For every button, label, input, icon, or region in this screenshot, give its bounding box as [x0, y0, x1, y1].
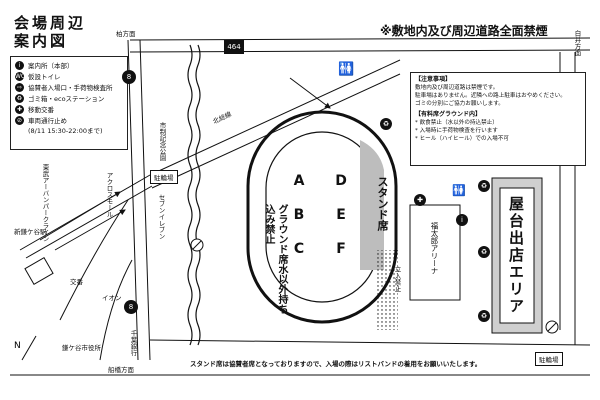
seat-block: A	[293, 173, 305, 189]
stadium-track	[246, 110, 398, 324]
funabashi-label: 船橋方面	[108, 366, 134, 374]
stand-area	[360, 140, 384, 270]
legend-item-trash: ♻ ゴミ箱・ecoステーション	[15, 93, 123, 104]
trash-icon: ♻	[478, 180, 490, 192]
ground-heading: 【有料席グラウンド内】	[415, 111, 482, 118]
legend-label: 仮設トイレ	[28, 72, 61, 81]
railway-wave-2	[195, 44, 201, 346]
tobu-label: 東武アーバンパークライン	[41, 164, 49, 242]
bank-label: 千葉銀行	[129, 330, 137, 356]
seat-block: F	[336, 241, 346, 257]
toilet-icon: 🚻	[452, 184, 466, 197]
legend-label: 案内所（本部）	[28, 61, 74, 70]
ground-line: * ヒール（ハイヒール）での入場不可	[415, 136, 509, 142]
stand-label: スタンド席	[376, 176, 389, 231]
ground-line: * 入場時に手荷物検査を行います	[415, 128, 498, 134]
no-entry-icon: ⊘	[15, 116, 24, 125]
legend-label: 協賛者入場口・手荷物検査所	[28, 83, 113, 92]
footer-note: スタンド席は協賛者席となっておりますので、入場の際はリストバンドの着用をお願いい…	[190, 360, 482, 368]
ground-line: * 飲食禁止（水以外の持込禁止）	[415, 120, 498, 126]
parking-bottom-label: 駐輪場	[535, 352, 563, 366]
notice-line: 敷地内及び周辺道路は禁煙です。	[415, 85, 499, 91]
parking-top-label: 駐輪場	[150, 170, 178, 184]
route8-top-sign: 8	[122, 70, 136, 84]
info-icon: i	[15, 61, 24, 70]
legend-item-entrance: ⇨ 協賛者入場口・手荷物検査所	[15, 82, 123, 93]
arena-building	[409, 204, 461, 301]
legend-label: 移動交番	[28, 105, 54, 114]
no-smoking-notice: ※敷地内及び周辺道路全面禁煙	[380, 24, 548, 38]
cityhall-label: 鎌ケ谷市役所	[62, 344, 101, 352]
road-closure-sign-1	[190, 238, 204, 252]
seat-block: E	[336, 207, 346, 223]
title-line-1: 会場周辺	[14, 14, 87, 32]
seat-block: D	[335, 173, 347, 189]
trash-icon: ♻	[380, 118, 392, 130]
legend-item-info: i 案内所（本部）	[15, 60, 123, 71]
ground-rule-label: グラウンド席水以外持ち込み禁止	[263, 204, 287, 314]
kashiwa-label: 柏方面	[116, 30, 136, 38]
top-road-line-2	[129, 49, 591, 53]
route8-line-2	[139, 39, 151, 361]
park-label: 市制記念公園	[158, 122, 166, 161]
title-line-2: 案内図	[14, 32, 69, 50]
notice-heading: 【注意事項】	[415, 76, 452, 83]
road-closure-sign-2	[545, 320, 559, 334]
station-label: 新鎌ケ谷駅	[14, 228, 47, 236]
legend-item-closure: ⊘ 車両通行止め	[15, 115, 123, 126]
seven-label: セブンイレブン	[157, 194, 165, 240]
trash-icon: ♻	[15, 94, 24, 103]
seat-block: B	[293, 207, 305, 223]
trash-icon: ♻	[478, 246, 490, 258]
map-title: 会場周辺 案内図	[14, 14, 86, 50]
railway-wave-1	[187, 44, 193, 346]
aeon-label: イオン	[102, 294, 122, 302]
yatai-label: 屋台出店エリア	[507, 196, 525, 315]
closure-time: (8/11 15:30-22:00まで)	[28, 127, 103, 135]
station-building	[24, 257, 54, 285]
acros-label: アクロスモール	[105, 172, 113, 218]
info-icon: i	[456, 214, 468, 226]
toilet-icon: WC	[15, 72, 26, 81]
seat-block: C	[293, 241, 305, 257]
koban-label: 交番	[70, 278, 83, 286]
toilet-icon: 🚻	[338, 62, 355, 77]
legend-item-police: ✚ 移動交番	[15, 104, 123, 115]
top-road-line-1	[129, 37, 591, 41]
svg-text:N: N	[14, 341, 21, 351]
police-box-icon: ✚	[414, 194, 426, 206]
police-box-icon: ✚	[15, 105, 24, 114]
shiroi-label: 白井方面	[573, 30, 581, 56]
legend-label: 車両通行止め	[28, 116, 67, 125]
north-arrow: N	[14, 335, 37, 361]
tachiiri-label: 立入禁止	[393, 266, 401, 292]
restricted-area	[376, 250, 398, 330]
notice-box: 【注意事項】 敷地内及び周辺道路は禁煙です。 駐車場はありません。近隣への路上駐…	[410, 72, 586, 166]
arena-label: 福太郎アリーナ	[430, 222, 439, 275]
legend-label: ゴミ箱・ecoステーション	[28, 94, 105, 103]
entrance-arrow-icon: ⇨	[15, 83, 24, 92]
route464-sign: 464	[224, 40, 244, 54]
notice-line: 駐車場はありません。近隣への路上駐車はおやめください。	[415, 93, 566, 99]
route8-bottom-sign: 8	[124, 300, 138, 314]
notice-line: ゴミの分別にご協力お願いします。	[415, 101, 504, 107]
trash-icon: ♻	[478, 310, 490, 322]
